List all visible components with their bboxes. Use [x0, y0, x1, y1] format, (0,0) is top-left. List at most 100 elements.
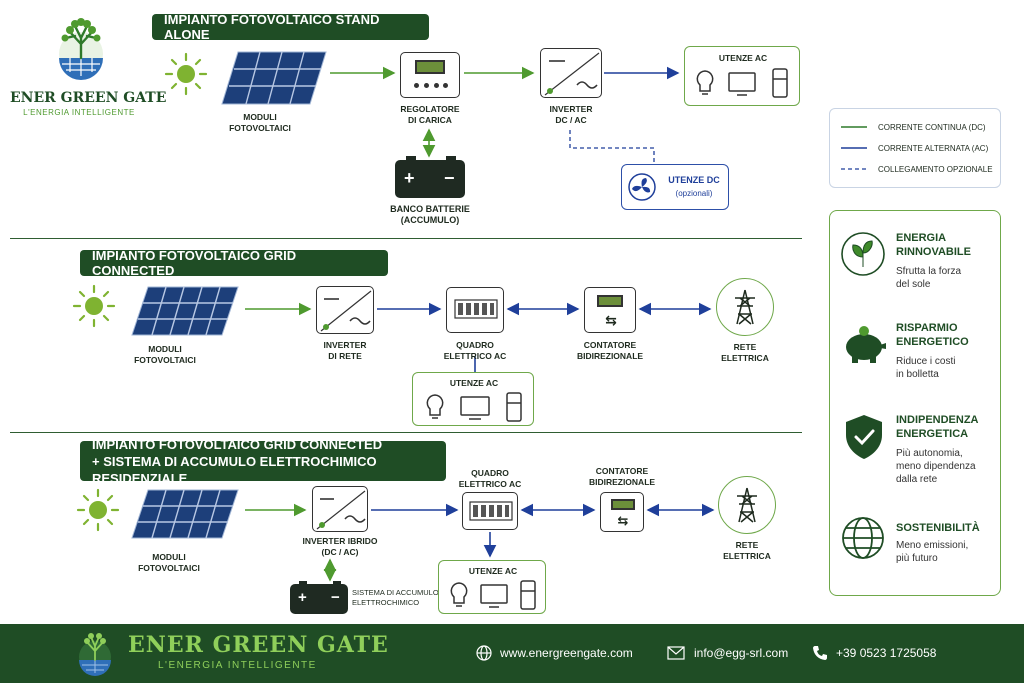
shield-check-icon	[846, 415, 882, 459]
solar-panel-icon	[131, 489, 239, 539]
dc-users-note: (opzionali)	[675, 189, 713, 198]
footer-tagline: L'ENERGIA INTELLIGENTE	[158, 660, 317, 671]
ac-users-title-2: UTENZE AC	[449, 378, 499, 388]
power-tower-icon	[735, 289, 755, 325]
sun-icon	[164, 52, 208, 96]
legend-optional-label: COLLEGAMENTO OPZIONALE	[878, 165, 993, 174]
tree-globe-icon	[59, 18, 103, 80]
appliances-icon	[450, 580, 536, 610]
benefit-title: ENERGIA RINNOVABILE	[896, 232, 971, 258]
label-inverter-2: INVERTER DI RETE	[323, 340, 367, 361]
piggy-bank-icon	[846, 326, 886, 363]
globe-icon	[476, 645, 492, 661]
fan-icon	[628, 173, 656, 201]
ac-users-box-3: UTENZE AC	[438, 560, 546, 614]
grid-tower-2	[716, 278, 774, 336]
inverter-symbol-icon	[320, 290, 372, 332]
grid-inverter	[316, 286, 374, 334]
benefit-sustainability: SOSTENIBILITÀ Meno emissioni, più futuro	[838, 515, 998, 585]
storage-battery: + −	[290, 581, 348, 614]
storage-title-line2: + SISTEMA DI ACCUMULO ELETTROCHIMICO RES…	[92, 453, 377, 486]
benefit-title: SOSTENIBILITÀ	[896, 522, 980, 534]
benefit-title: INDIPENDENZA ENERGETICA	[896, 414, 979, 440]
battery-minus-sign: −	[444, 168, 455, 188]
mail-icon	[667, 646, 685, 660]
ac-panel-3	[462, 492, 518, 530]
legend: CORRENTE CONTINUA (DC) CORRENTE ALTERNAT…	[829, 108, 1001, 188]
ac-panel-2	[446, 287, 504, 333]
breaker-panel-icon	[454, 299, 498, 319]
legend-dc-label: CORRENTE CONTINUA (DC)	[878, 123, 986, 132]
bidirectional-meter-2: ⇆	[584, 287, 636, 333]
ac-users-title-1: UTENZE AC	[718, 53, 768, 63]
logo: ENER GREEN GATE L'ENERGIA INTELLIGENTE	[10, 14, 167, 124]
label-regulator: REGOLATORE DI CARICA	[400, 104, 460, 125]
battery-plus-sign: +	[298, 589, 307, 606]
regulator-buttons	[414, 83, 448, 89]
benefit-renewable: ENERGIA RINNOVABILE Sfrutta la forza del…	[838, 231, 998, 301]
inverter-symbol-icon	[544, 52, 600, 96]
appliances-icon	[426, 392, 522, 422]
leaf-icon	[841, 232, 885, 276]
solar-panel-icon	[131, 286, 239, 336]
label-meter-3: CONTATORE BIDIREZIONALE	[588, 466, 656, 487]
grid-tower-3	[718, 476, 776, 534]
phone-icon	[813, 646, 827, 660]
charge-regulator	[400, 52, 460, 98]
section-title-standalone: IMPIANTO FOTOVOLTAICO STAND ALONE	[152, 12, 429, 42]
footer-brand-name: ENER GREEN GATE	[128, 632, 389, 658]
power-tower-icon	[737, 487, 757, 523]
label-modules-3: MODULI FOTOVOLTAICI	[138, 552, 200, 573]
battery-minus-sign: −	[331, 589, 340, 606]
benefit-text: Meno emissioni, più futuro	[896, 540, 969, 564]
hybrid-inverter	[312, 486, 368, 532]
bidirectional-meter-3: ⇆	[600, 492, 644, 532]
label-panel-3: QUADRO ELETTRICO AC	[458, 468, 522, 489]
benefit-independence: INDIPENDENZA ENERGETICA Più autonomia, m…	[838, 413, 998, 493]
ac-users-box-1: UTENZE AC	[684, 46, 800, 106]
section-title-storage: IMPIANTO FOTOVOLTAICO GRID CONNECTED + S…	[80, 437, 446, 486]
legend-dc: CORRENTE CONTINUA (DC)	[842, 121, 1000, 135]
ac-users-title-3: UTENZE AC	[468, 566, 518, 576]
footer: ENER GREEN GATE L'ENERGIA INTELLIGENTE w…	[0, 624, 1024, 683]
legend-ac: CORRENTE ALTERNATA (AC)	[842, 142, 1000, 156]
inverter-symbol-icon	[316, 490, 366, 530]
footer-phone-link[interactable]: +39 0523 1725058	[836, 646, 937, 660]
logo-name: ENER GREEN GATE	[10, 90, 167, 106]
solar-panel-icon	[221, 51, 327, 105]
label-battery-bank: BANCO BATTERIE (ACCUMULO)	[390, 204, 470, 225]
benefits-panel: ENERGIA RINNOVABILE Sfrutta la forza del…	[829, 210, 1001, 596]
optional-line-dc-users	[569, 130, 655, 164]
bidirectional-arrow-icon: ⇆	[617, 513, 629, 528]
section-divider-1	[10, 238, 802, 239]
breaker-panel-icon	[469, 501, 513, 521]
label-storage-battery: SISTEMA DI ACCUMULO ELETTROCHIMICO	[352, 588, 439, 607]
legend-optional: COLLEGAMENTO OPZIONALE	[842, 163, 1000, 177]
globe-icon	[842, 517, 884, 559]
benefit-text: Più autonomia, meno dipendenza dalla ret…	[896, 448, 976, 485]
tree-globe-icon	[79, 633, 111, 676]
footer-website-link[interactable]: www.energreengate.com	[500, 646, 633, 660]
logo-tagline: L'ENERGIA INTELLIGENTE	[23, 108, 135, 117]
label-inverter-3: INVERTER IBRIDO (DC / AC)	[302, 536, 378, 557]
footer-email-link[interactable]: info@egg-srl.com	[694, 646, 789, 660]
benefit-title: RISPARMIO ENERGETICO	[896, 322, 969, 348]
section-title-grid: IMPIANTO FOTOVOLTAICO GRID CONNECTED	[80, 248, 388, 278]
sun-icon	[72, 284, 116, 328]
benefit-text: Riduce i costi in bolletta	[896, 356, 956, 380]
label-grid-3: RETE ELETTRICA	[723, 540, 771, 561]
benefit-text: Sfrutta la forza del sole	[896, 266, 962, 290]
battery-bank: + −	[395, 156, 465, 198]
section-divider-2	[10, 432, 802, 433]
battery-plus-sign: +	[404, 168, 415, 188]
meter-display	[611, 499, 635, 510]
label-inverter-1: INVERTER DC / AC	[549, 104, 593, 125]
inverter-dc-ac	[540, 48, 602, 98]
label-grid-2: RETE ELETTRICA	[721, 342, 769, 363]
meter-display	[597, 295, 623, 307]
sun-icon	[76, 488, 120, 532]
appliances-icon	[696, 68, 788, 98]
dc-users-box: UTENZE DC (opzionali)	[621, 164, 729, 210]
dc-users-title: UTENZE DC	[668, 175, 720, 185]
